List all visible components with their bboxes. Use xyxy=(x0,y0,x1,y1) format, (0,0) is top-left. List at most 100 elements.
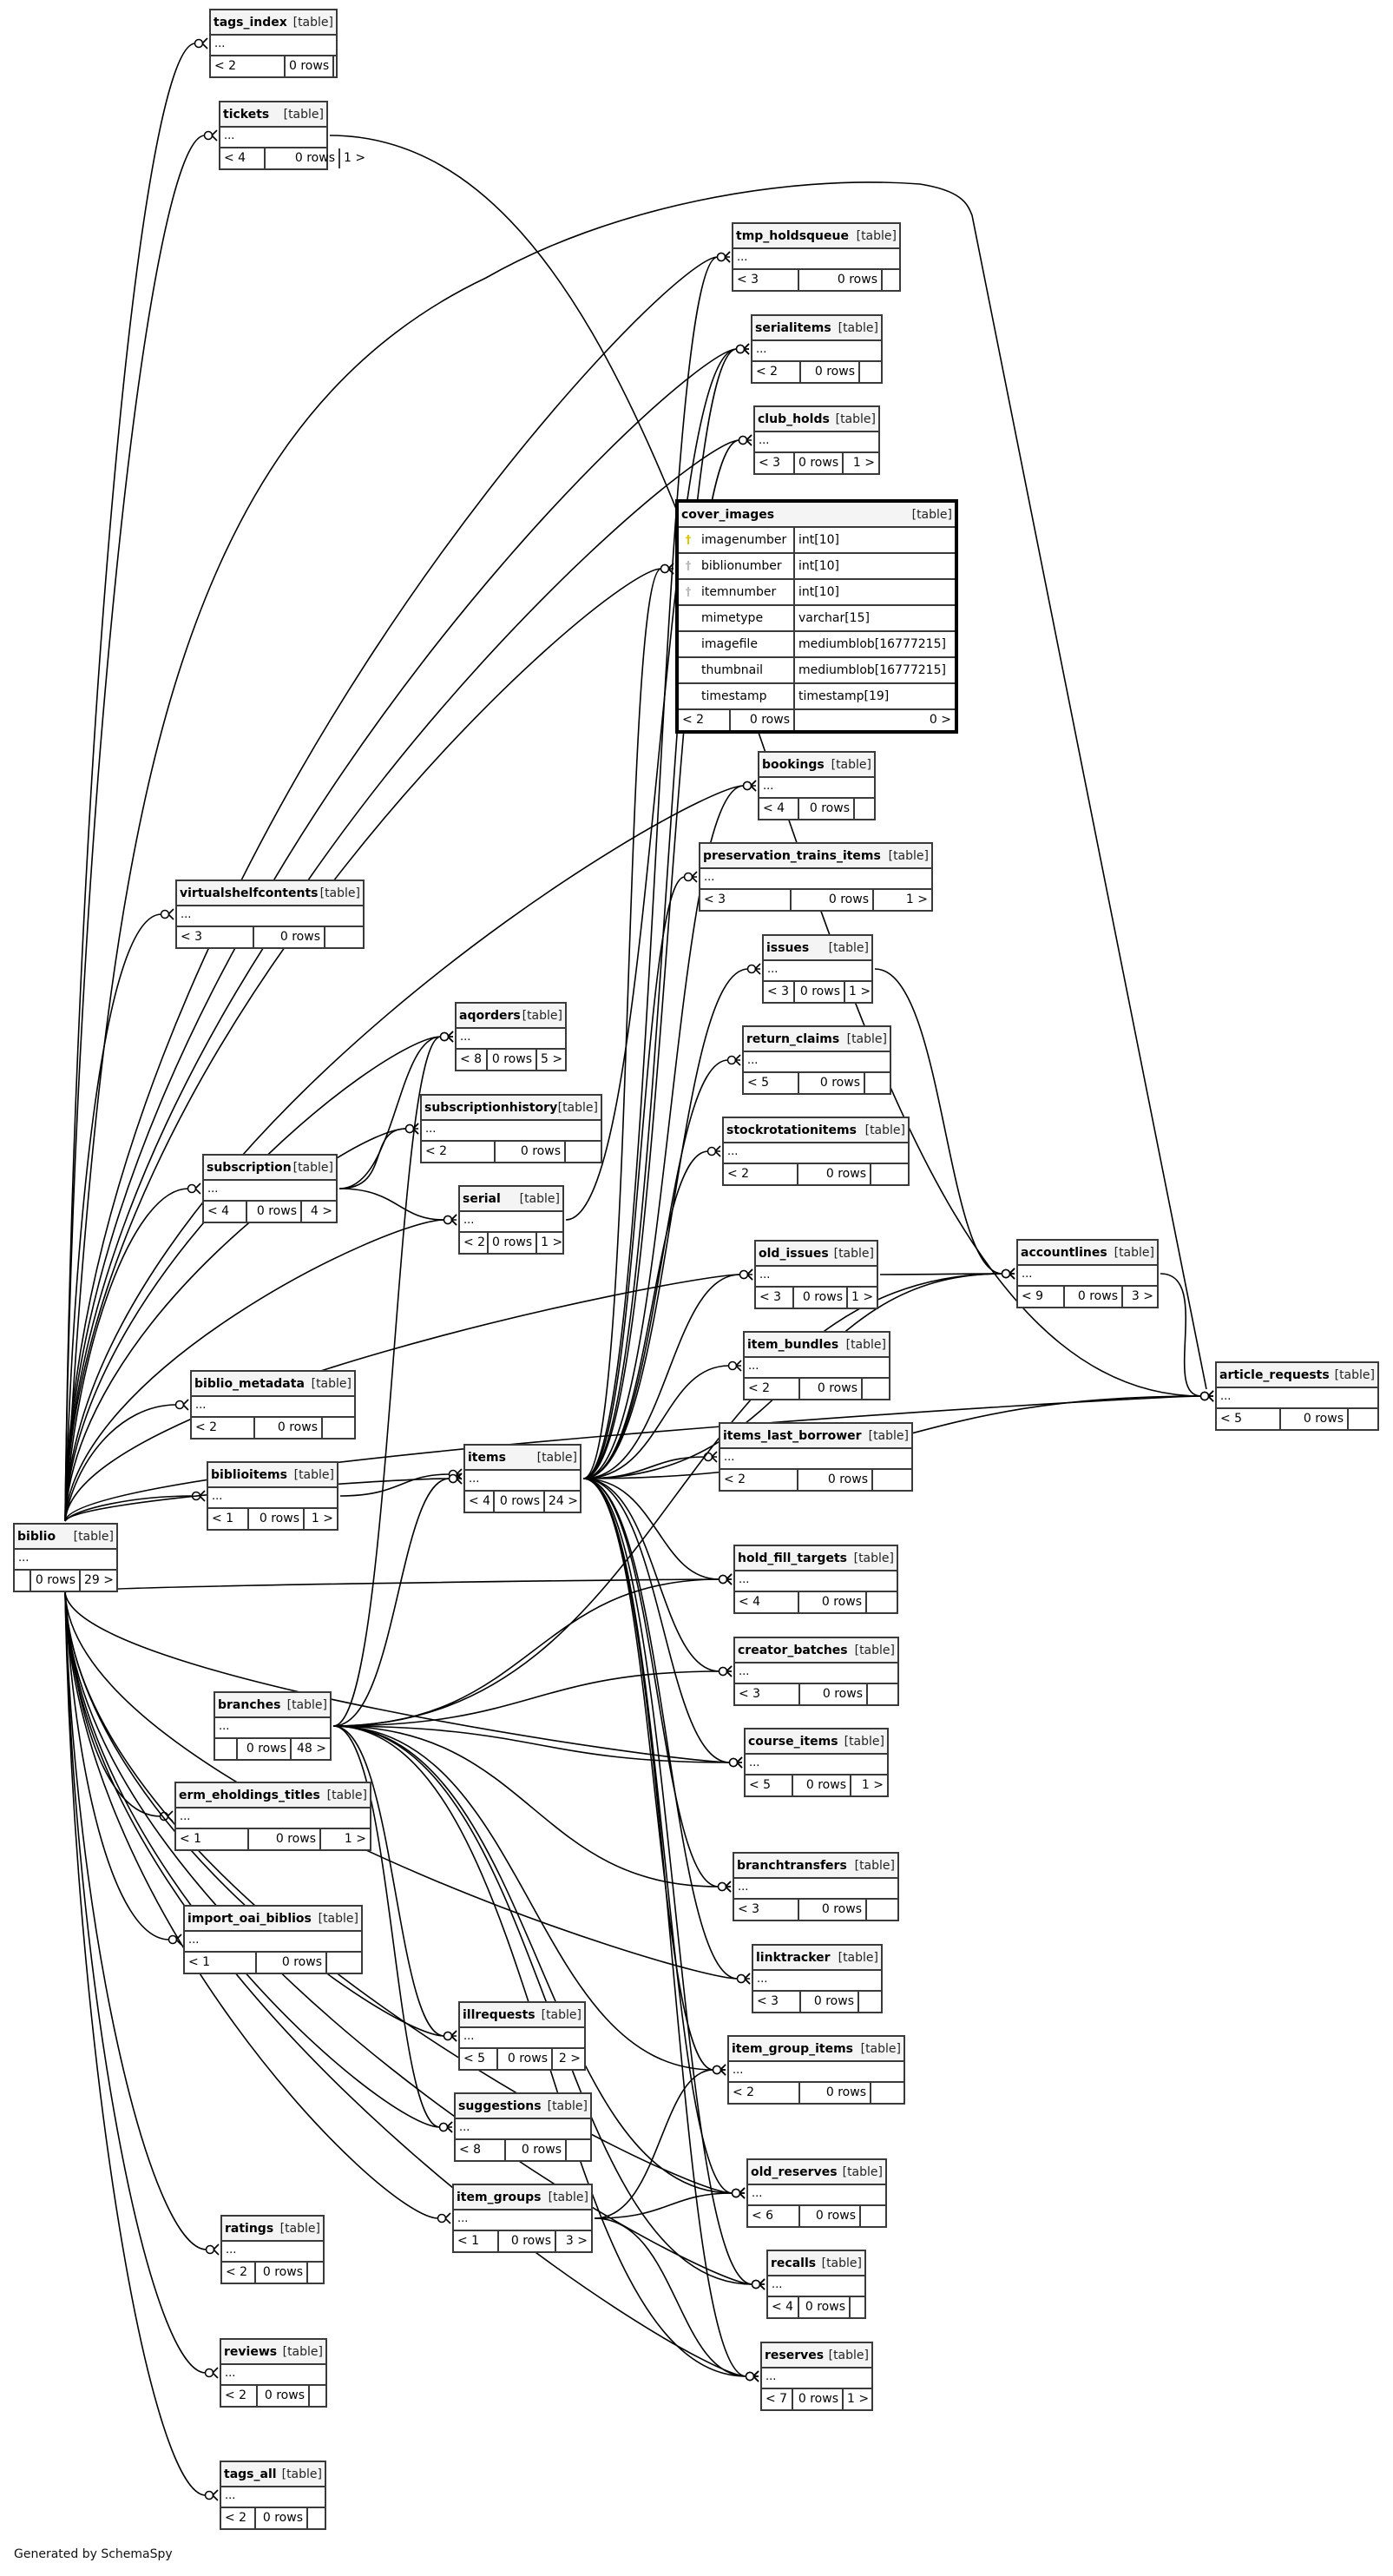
children-link[interactable] xyxy=(859,1992,884,2012)
table-ratings[interactable]: ratings [table] ... < 2 0 rows xyxy=(220,2215,325,2284)
parents-link[interactable]: < 4 xyxy=(768,2297,799,2317)
table-club-holds[interactable]: club_holds [table] ... < 3 0 rows 1 > xyxy=(753,405,880,475)
table-branches[interactable]: branches [table] ... 0 rows 48 > xyxy=(214,1691,332,1761)
table-biblio[interactable]: biblio [table] ... 0 rows 29 > xyxy=(13,1523,118,1592)
parents-link[interactable]: < 2 xyxy=(222,2263,256,2283)
parents-link[interactable]: < 1 xyxy=(185,1953,257,1973)
parents-link[interactable]: < 3 xyxy=(734,1900,799,1920)
children-link[interactable]: 1 > xyxy=(541,1235,563,1249)
table-name[interactable]: return_claims xyxy=(746,1031,840,1046)
table-tags-index[interactable]: tags_index [table] ... < 2 0 rows xyxy=(209,9,338,78)
children-link[interactable]: 1 > xyxy=(852,456,875,470)
table-name[interactable]: items_last_borrower xyxy=(723,1428,862,1443)
table-name[interactable]: item_groups xyxy=(457,2190,542,2204)
parents-link[interactable]: < 4 xyxy=(465,1492,495,1512)
table-name[interactable]: biblioitems xyxy=(211,1467,287,1482)
parents-link[interactable]: < 2 xyxy=(729,2083,800,2103)
table-name[interactable]: issues xyxy=(766,940,810,955)
table-name[interactable]: item_group_items xyxy=(732,2041,854,2056)
table-name[interactable]: illrequests xyxy=(463,2007,536,2022)
children-link[interactable] xyxy=(863,1379,889,1399)
table-name[interactable]: biblio_metadata xyxy=(194,1376,305,1391)
children-link[interactable] xyxy=(334,56,358,76)
table-accountlines[interactable]: accountlines [table] ... < 9 0 rows 3 > xyxy=(1016,1239,1159,1308)
children-link[interactable] xyxy=(308,2508,332,2528)
table-virtualshelfcontents[interactable]: virtualshelfcontents [table] ... < 3 0 r… xyxy=(175,880,365,949)
table-name[interactable]: items xyxy=(468,1450,506,1465)
children-link[interactable]: 1 > xyxy=(344,1832,366,1846)
children-link[interactable]: 48 > xyxy=(297,1742,326,1756)
children-link[interactable]: 3 > xyxy=(1131,1289,1153,1303)
table-aqorders[interactable]: aqorders [table] ... < 8 0 rows 5 > xyxy=(455,1002,567,1071)
table-linktracker[interactable]: linktracker [table] ... < 3 0 rows xyxy=(752,1944,883,2013)
children-link[interactable] xyxy=(860,362,884,382)
table-name[interactable]: branches xyxy=(218,1697,281,1712)
parents-link[interactable]: < 2 xyxy=(724,1164,798,1184)
table-erm-eholdings-titles[interactable]: erm_eholdings_titles [table] ... < 1 0 r… xyxy=(174,1782,371,1851)
table-name[interactable]: erm_eholdings_titles xyxy=(179,1788,320,1802)
table-name[interactable]: old_issues xyxy=(759,1246,829,1261)
children-link[interactable]: 24 > xyxy=(549,1494,578,1508)
parents-link[interactable] xyxy=(215,1739,238,1759)
table-cover-images[interactable]: cover_images [table] † imagenumber int[1… xyxy=(675,499,958,734)
parents-link[interactable]: < 2 xyxy=(211,56,286,76)
children-link[interactable] xyxy=(873,1470,911,1490)
table-reserves[interactable]: reserves [table] ... < 7 0 rows 1 > xyxy=(760,2342,873,2411)
parents-link[interactable]: < 3 xyxy=(700,890,792,910)
table-item-group-items[interactable]: item_group_items [table] ... < 2 0 rows xyxy=(727,2035,905,2105)
children-link[interactable]: 5 > xyxy=(541,1052,563,1066)
table-old-issues[interactable]: old_issues [table] ... < 3 0 rows 1 > xyxy=(754,1240,878,1309)
table-article-requests[interactable]: article_requests [table] ... < 5 0 rows xyxy=(1215,1361,1379,1431)
table-name[interactable]: tags_index xyxy=(214,15,287,30)
table-items-last-borrower[interactable]: items_last_borrower [table] ... < 2 0 ro… xyxy=(719,1422,913,1492)
table-items[interactable]: items [table] ... < 4 0 rows 24 > xyxy=(463,1444,582,1513)
table-biblio-metadata[interactable]: biblio_metadata [table] ... < 2 0 rows xyxy=(190,1370,356,1440)
parents-link[interactable]: < 1 xyxy=(176,1829,249,1849)
table-name[interactable]: subscriptionhistory xyxy=(424,1100,558,1115)
children-link[interactable]: 1 > xyxy=(311,1512,333,1525)
table-name[interactable]: biblio xyxy=(17,1529,56,1544)
children-link[interactable] xyxy=(867,1592,897,1612)
table-course-items[interactable]: course_items [table] ... < 5 0 rows 1 > xyxy=(744,1728,889,1797)
parents-link[interactable]: < 3 xyxy=(735,1684,800,1704)
table-reviews[interactable]: reviews [table] ... < 2 0 rows xyxy=(220,2338,327,2408)
parents-link[interactable]: < 4 xyxy=(220,148,266,168)
table-recalls[interactable]: recalls [table] ... < 4 0 rows xyxy=(766,2250,866,2319)
children-link[interactable] xyxy=(865,1073,890,1093)
parents-link[interactable]: < 9 xyxy=(1018,1287,1065,1307)
table-name[interactable]: serial xyxy=(463,1191,501,1206)
table-name[interactable]: bookings xyxy=(762,757,825,772)
table-name[interactable]: virtualshelfcontents xyxy=(180,886,319,900)
table-name[interactable]: linktracker xyxy=(756,1950,831,1965)
table-tmp-holdsqueue[interactable]: tmp_holdsqueue [table] ... < 3 0 rows xyxy=(732,222,901,292)
table-name[interactable]: hold_fill_targets xyxy=(738,1551,847,1565)
parents-link[interactable]: < 8 xyxy=(457,1050,488,1070)
table-suggestions[interactable]: suggestions [table] ... < 8 0 rows xyxy=(454,2092,592,2162)
parents-link[interactable]: < 4 xyxy=(735,1592,799,1612)
table-tags-all[interactable]: tags_all [table] ... < 2 0 rows xyxy=(220,2461,326,2530)
parents-link[interactable]: < 5 xyxy=(744,1073,799,1093)
children-link[interactable]: 1 > xyxy=(344,151,366,165)
children-link[interactable]: 2 > xyxy=(558,2052,581,2065)
table-subscriptionhistory[interactable]: subscriptionhistory [table] ... < 2 0 ro… xyxy=(420,1094,602,1163)
table-name[interactable]: subscription xyxy=(207,1160,292,1175)
parents-link[interactable]: < 2 xyxy=(221,2508,256,2528)
children-link[interactable] xyxy=(871,2083,903,2103)
table-preservation-trains-items[interactable]: preservation_trains_items [table] ... < … xyxy=(699,842,933,912)
parents-link[interactable]: < 1 xyxy=(208,1509,249,1529)
table-name[interactable]: tickets xyxy=(223,107,270,122)
parents-link[interactable]: < 6 xyxy=(748,2206,800,2226)
children-link[interactable] xyxy=(861,2206,885,2226)
children-link[interactable] xyxy=(883,270,907,290)
parents-link[interactable]: < 2 xyxy=(192,1418,255,1438)
children-link[interactable] xyxy=(855,799,879,819)
table-name[interactable]: branchtransfers xyxy=(737,1858,847,1873)
table-name[interactable]: aqorders xyxy=(459,1008,521,1023)
table-serialitems[interactable]: serialitems [table] ... < 2 0 rows xyxy=(751,314,883,384)
children-link[interactable] xyxy=(308,2263,332,2283)
table-subscription[interactable]: subscription [table] ... < 4 0 rows 4 > xyxy=(202,1154,338,1223)
table-name[interactable]: import_oai_biblios xyxy=(187,1911,312,1926)
parents-link[interactable]: < 3 xyxy=(753,1992,801,2012)
table-hold-fill-targets[interactable]: hold_fill_targets [table] ... < 4 0 rows xyxy=(733,1545,898,1614)
table-issues[interactable]: issues [table] ... < 3 0 rows 1 > xyxy=(762,934,873,1004)
